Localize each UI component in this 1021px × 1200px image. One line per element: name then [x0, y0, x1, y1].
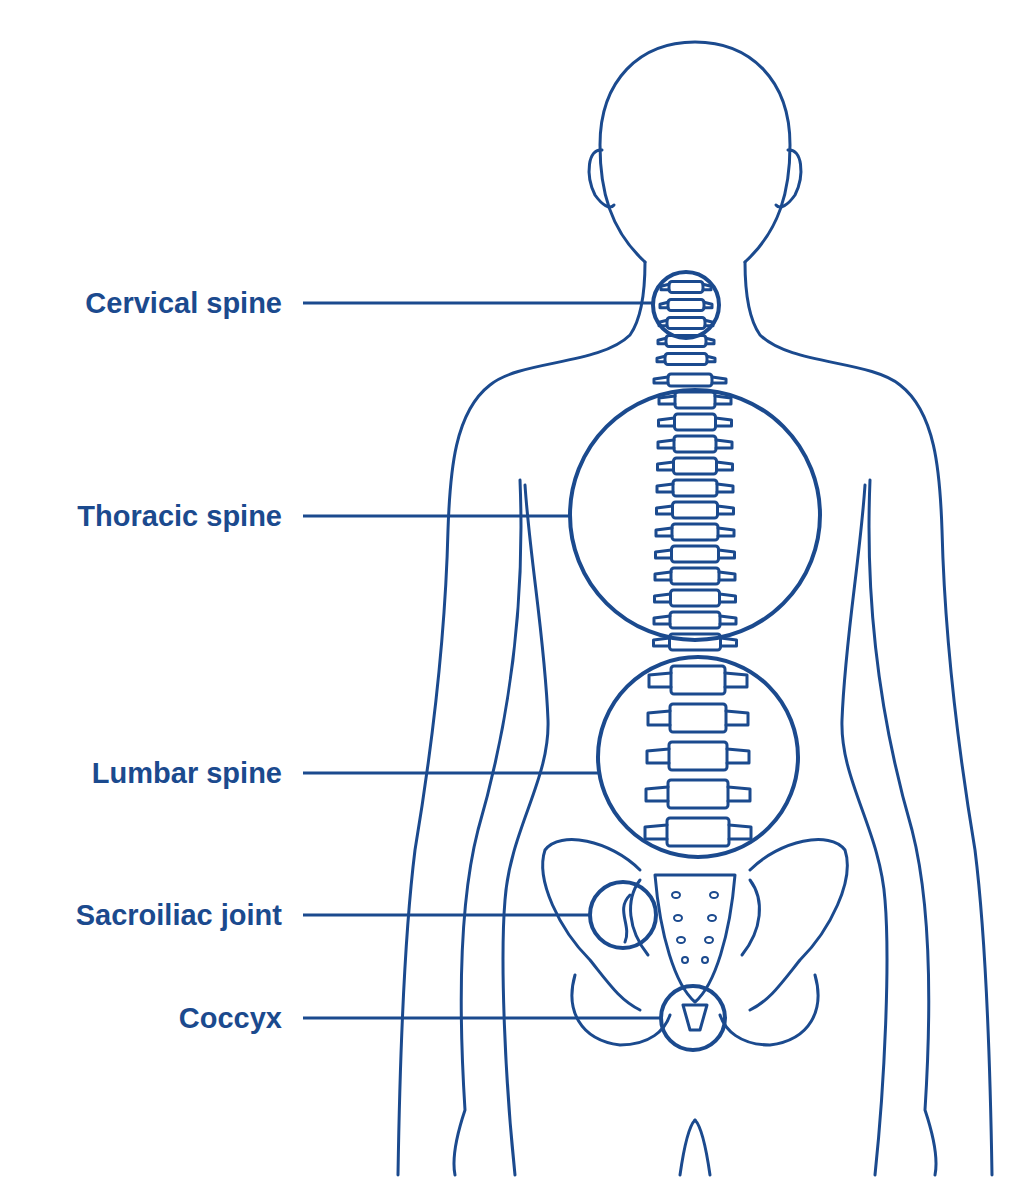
vertebra	[673, 480, 717, 496]
transverse-process	[719, 550, 735, 558]
sacroiliac-line	[624, 895, 630, 942]
vertebra	[674, 436, 716, 452]
vertebra	[674, 458, 717, 474]
transverse-process	[656, 528, 672, 536]
transverse-process	[658, 462, 674, 470]
transverse-process	[657, 356, 665, 362]
vertebra	[671, 568, 719, 584]
vertebra	[670, 612, 720, 628]
vertebra	[675, 392, 715, 408]
vertebra	[670, 704, 726, 732]
vertebra	[672, 546, 719, 562]
vertebra	[671, 666, 725, 694]
transverse-process	[660, 302, 668, 308]
leader-line	[303, 1017, 661, 1020]
region-label: Lumbar spine	[92, 756, 282, 790]
vertebra	[667, 318, 705, 329]
transverse-process	[657, 506, 673, 514]
thoracic-circle	[570, 390, 820, 640]
vertebra	[673, 502, 718, 518]
transverse-process	[706, 338, 714, 344]
transverse-process	[654, 638, 670, 646]
transverse-process	[715, 396, 731, 404]
region-label: Sacroiliac joint	[76, 898, 282, 932]
coccyx-circle	[661, 986, 725, 1050]
transverse-process	[654, 616, 670, 624]
transverse-process	[712, 377, 726, 383]
transverse-process	[648, 711, 670, 725]
vertebra	[668, 374, 712, 386]
transverse-process	[649, 673, 671, 687]
transverse-process	[721, 638, 737, 646]
transverse-process	[704, 302, 712, 308]
vertebra	[675, 414, 716, 430]
transverse-process	[725, 673, 747, 687]
vertebra	[667, 818, 729, 846]
transverse-process	[658, 338, 666, 344]
transverse-process	[718, 506, 734, 514]
leader-line	[303, 515, 570, 518]
transverse-process	[719, 572, 735, 580]
transverse-process	[729, 825, 751, 839]
leader-line	[303, 914, 590, 917]
transverse-process	[717, 462, 733, 470]
vertebra	[665, 354, 707, 365]
transverse-process	[707, 356, 715, 362]
transverse-process	[656, 550, 672, 558]
transverse-process	[720, 594, 736, 602]
vertebra	[671, 590, 720, 606]
cervical-circle	[653, 272, 719, 338]
leader-line	[303, 772, 598, 775]
transverse-process	[718, 528, 734, 536]
transverse-process	[647, 749, 669, 763]
transverse-process	[657, 484, 673, 492]
transverse-process	[654, 377, 668, 383]
transverse-process	[658, 440, 674, 448]
transverse-process	[655, 594, 671, 602]
transverse-process	[716, 418, 732, 426]
head-outline	[600, 42, 790, 262]
vertebra	[669, 282, 703, 293]
transverse-process	[717, 484, 733, 492]
vertebra	[668, 780, 728, 808]
vertebra	[672, 524, 718, 540]
transverse-process	[728, 787, 750, 801]
vertebra	[669, 742, 727, 770]
lumbar-circle	[598, 657, 798, 857]
transverse-process	[716, 440, 732, 448]
transverse-process	[726, 711, 748, 725]
transverse-process	[659, 396, 675, 404]
leader-line	[303, 302, 653, 305]
sacrum	[655, 875, 735, 1002]
region-label: Coccyx	[179, 1001, 282, 1035]
transverse-process	[646, 787, 668, 801]
vertebra	[668, 300, 704, 311]
sacroiliac-circle	[590, 882, 656, 948]
coccyx-bone	[683, 1005, 707, 1030]
transverse-process	[659, 418, 675, 426]
sacral-foramina	[672, 892, 718, 963]
transverse-process	[655, 572, 671, 580]
spine	[645, 282, 751, 847]
transverse-process	[727, 749, 749, 763]
transverse-process	[720, 616, 736, 624]
transverse-process	[645, 825, 667, 839]
body-right	[695, 150, 992, 1175]
region-label: Thoracic spine	[77, 499, 282, 533]
region-label: Cervical spine	[85, 286, 282, 320]
